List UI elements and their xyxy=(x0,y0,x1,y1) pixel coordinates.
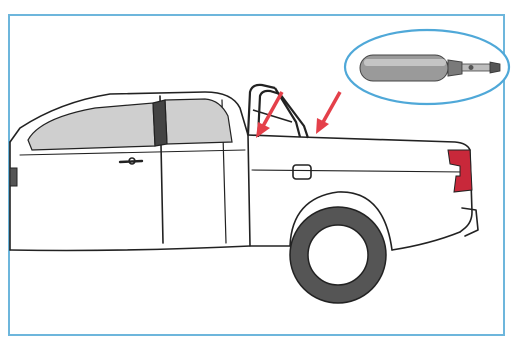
taillight-icon xyxy=(447,149,473,193)
rear-wheel-icon xyxy=(289,206,387,304)
roll-bar-icon xyxy=(246,83,310,139)
gas-strut-callout xyxy=(343,28,511,106)
window-glass xyxy=(27,98,233,151)
red-arrow-icon xyxy=(256,91,342,138)
gas-strut-cylinder-icon xyxy=(359,54,501,82)
side-mirror-icon xyxy=(9,167,18,187)
